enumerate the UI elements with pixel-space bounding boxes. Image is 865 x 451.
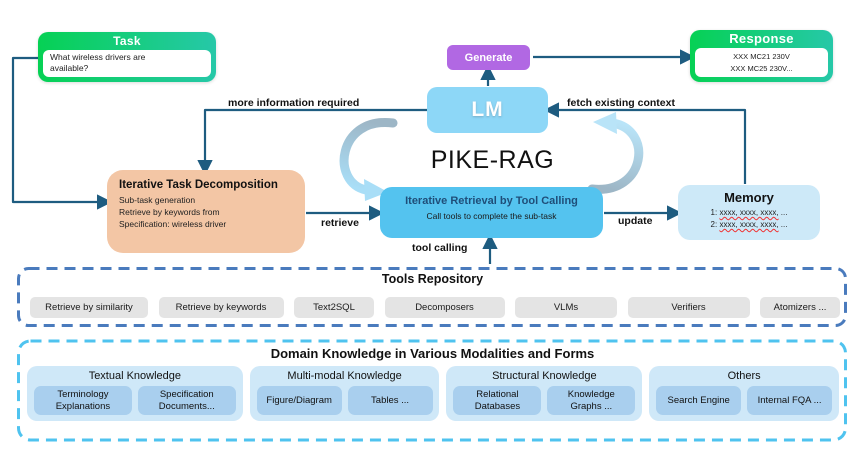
retrieval-body: Call tools to complete the sub-task — [426, 211, 557, 221]
knowledge-item: Tables ... — [347, 386, 433, 415]
group-others: Others Search Engine Internal FQA ... — [649, 366, 839, 421]
decomposition-line: Specification: wireless driver — [119, 218, 227, 229]
tool-text2sql: Text2SQL — [294, 297, 374, 318]
iterative-task-decomposition-box: Iterative Task Decomposition Sub-task ge… — [107, 170, 305, 253]
pike-rag-title: PIKE-RAG — [430, 146, 555, 174]
label-update: update — [618, 215, 653, 227]
response-line: XXX MC21 230V — [733, 52, 790, 62]
lm-box: LM — [427, 87, 548, 133]
domain-knowledge-title: Domain Knowledge in Various Modalities a… — [270, 346, 595, 361]
domain-knowledge-groups: Textual Knowledge Terminology Explanatio… — [27, 366, 839, 421]
domain-knowledge-border — [17, 339, 847, 442]
response-body: XXX MC21 230V XXX MC25 230V... — [695, 48, 828, 77]
tools-row: Retrieve by similarity Retrieve by keywo… — [30, 297, 840, 318]
arrow-more-info — [197, 108, 427, 176]
memory-row: 2: xxxx, xxxx, xxxx, ... — [710, 220, 788, 229]
knowledge-item: Internal FQA ... — [747, 386, 833, 415]
tool-atomizers: Atomizers ... — [760, 297, 840, 318]
decomposition-line: Sub-task generation — [119, 195, 196, 205]
arrow-fetch-context — [543, 102, 747, 184]
task-title: Task — [113, 33, 141, 48]
label-retrieve: retrieve — [321, 217, 359, 229]
knowledge-item: Terminology Explanations — [34, 386, 132, 415]
generate-box: Generate — [447, 45, 530, 70]
retrieval-title: Iterative Retrieval by Tool Calling — [405, 195, 578, 207]
group-title: Textual Knowledge — [88, 370, 182, 382]
decomposition-line: Retrieve by keywords from — [119, 206, 220, 217]
cycle-arrow-left — [339, 118, 398, 195]
label-more-information-required: more information required — [228, 97, 360, 109]
arrow-task-to-decomposition — [11, 56, 113, 210]
response-line: XXX MC25 230V... — [730, 63, 793, 73]
response-title: Response — [729, 31, 794, 46]
memory-row: 1: xxxx, xxxx, xxxx, ... — [710, 208, 788, 217]
task-box: Task What wireless drivers are available… — [38, 32, 216, 82]
decomposition-title: Iterative Task Decomposition — [119, 179, 278, 191]
group-title: Structural Knowledge — [492, 370, 597, 382]
tools-repository-border — [17, 267, 847, 327]
tool-vlms: VLMs — [515, 297, 617, 318]
cycle-arrow-left-head — [364, 179, 388, 201]
group-title: Multi-modal Knowledge — [287, 370, 402, 382]
task-body: What wireless drivers are available? — [43, 50, 211, 77]
group-multimodal-knowledge: Multi-modal Knowledge Figure/Diagram Tab… — [249, 366, 440, 421]
label-tool-calling: tool calling — [412, 242, 468, 254]
knowledge-item: Search Engine — [656, 386, 742, 415]
knowledge-item: Specification Documents... — [137, 386, 236, 415]
iterative-retrieval-box: Iterative Retrieval by Tool Calling Call… — [380, 187, 603, 238]
memory-box: Memory 1: xxxx, xxxx, xxxx, ... 2: xxxx,… — [678, 185, 820, 240]
cycle-arrow-right — [587, 118, 644, 194]
memory-title: Memory — [724, 190, 774, 205]
knowledge-item: Figure/Diagram — [256, 386, 342, 415]
tool-verifiers: Verifiers — [627, 297, 750, 318]
tool-decomposers: Decomposers — [384, 297, 505, 318]
label-fetch-existing-context: fetch existing context — [567, 97, 675, 109]
memory-rows: 1: xxxx, xxxx, xxxx, ... 2: xxxx, xxxx, … — [711, 207, 788, 231]
tool-retrieve-by-similarity: Retrieve by similarity — [30, 297, 148, 318]
knowledge-item: Relational Databases — [453, 386, 542, 415]
group-title: Others — [727, 370, 761, 382]
tool-retrieve-by-keywords: Retrieve by keywords — [158, 297, 284, 318]
tools-repository-title: Tools Repository — [381, 272, 484, 286]
response-box: Response XXX MC21 230V XXX MC25 230V... — [690, 30, 833, 82]
group-structural-knowledge: Structural Knowledge Relational Database… — [446, 366, 643, 421]
group-textual-knowledge: Textual Knowledge Terminology Explanatio… — [27, 366, 243, 421]
knowledge-item: Knowledge Graphs ... — [547, 386, 636, 415]
cycle-arrow-right-head — [593, 112, 617, 134]
